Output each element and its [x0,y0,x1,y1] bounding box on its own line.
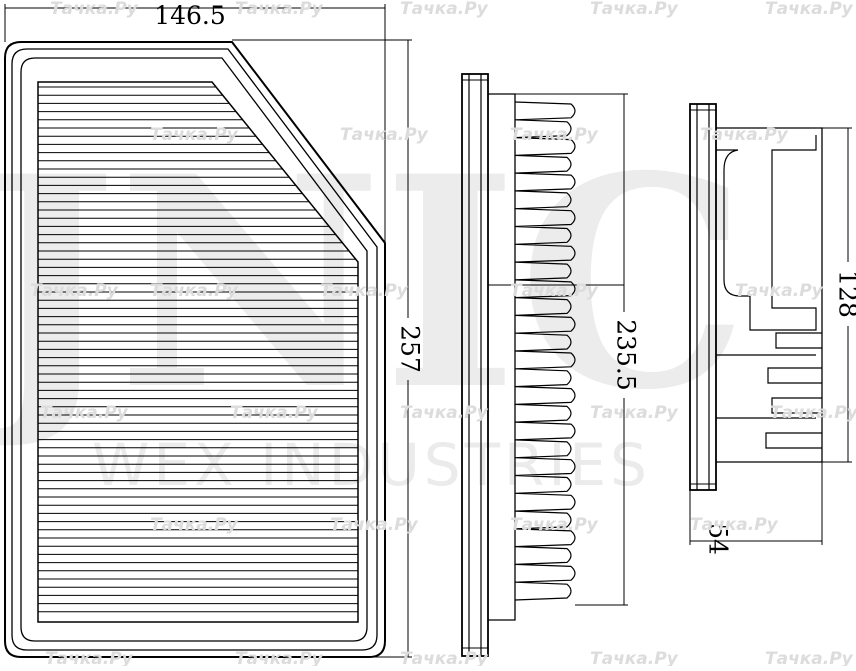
site-watermark: Тачка.Ру [230,403,319,423]
site-watermark: Тачка.Ру [150,515,239,535]
site-watermark: Тачка.Ру [700,125,789,145]
end-height-label: 128 [834,270,856,318]
site-watermark: Тачка.Ру [510,515,599,535]
site-watermark: Тачка.Ру [690,515,779,535]
site-watermark: Тачка.Ру [320,281,409,301]
site-watermark: Тачка.Ру [235,649,324,666]
site-watermark: Тачка.Ру [45,649,134,666]
site-watermark: Тачка.Ру [340,125,429,145]
front-width-label: 146.5 [154,1,226,30]
site-watermark: Тачка.Ру [150,281,239,301]
site-watermark: Тачка.Ру [40,403,129,423]
site-watermark: Тачка.Ру [770,403,856,423]
end-tabs [766,333,822,448]
site-watermark: Тачка.Ру [50,0,139,19]
front-height-label: 257 [396,325,425,373]
site-watermark: Тачка.Ру [765,649,854,666]
site-watermark: Тачка.Ру [400,0,489,19]
site-watermark: Тачка.Ру [590,403,679,423]
site-watermark: Тачка.Ру [150,125,239,145]
site-watermark: Тачка.Ру [735,281,824,301]
side-height-label: 235.5 [612,319,641,391]
site-watermark: Тачка.Ру [30,281,119,301]
site-watermark: Тачка.Ру [400,649,489,666]
site-watermark: Тачка.Ру [330,515,419,535]
site-watermark: Тачка.Ру [590,0,679,19]
site-watermark: Тачка.Ру [510,125,599,145]
site-watermark: Тачка.Ру [400,403,489,423]
site-watermark: Тачка.Ру [590,649,679,666]
site-watermark: Тачка.Ру [765,0,854,19]
site-watermark: Тачка.Ру [510,281,599,301]
brand-watermark: JNIC WEX INDUSTRIES [0,114,749,499]
site-watermark: Тачка.Ру [235,0,324,19]
